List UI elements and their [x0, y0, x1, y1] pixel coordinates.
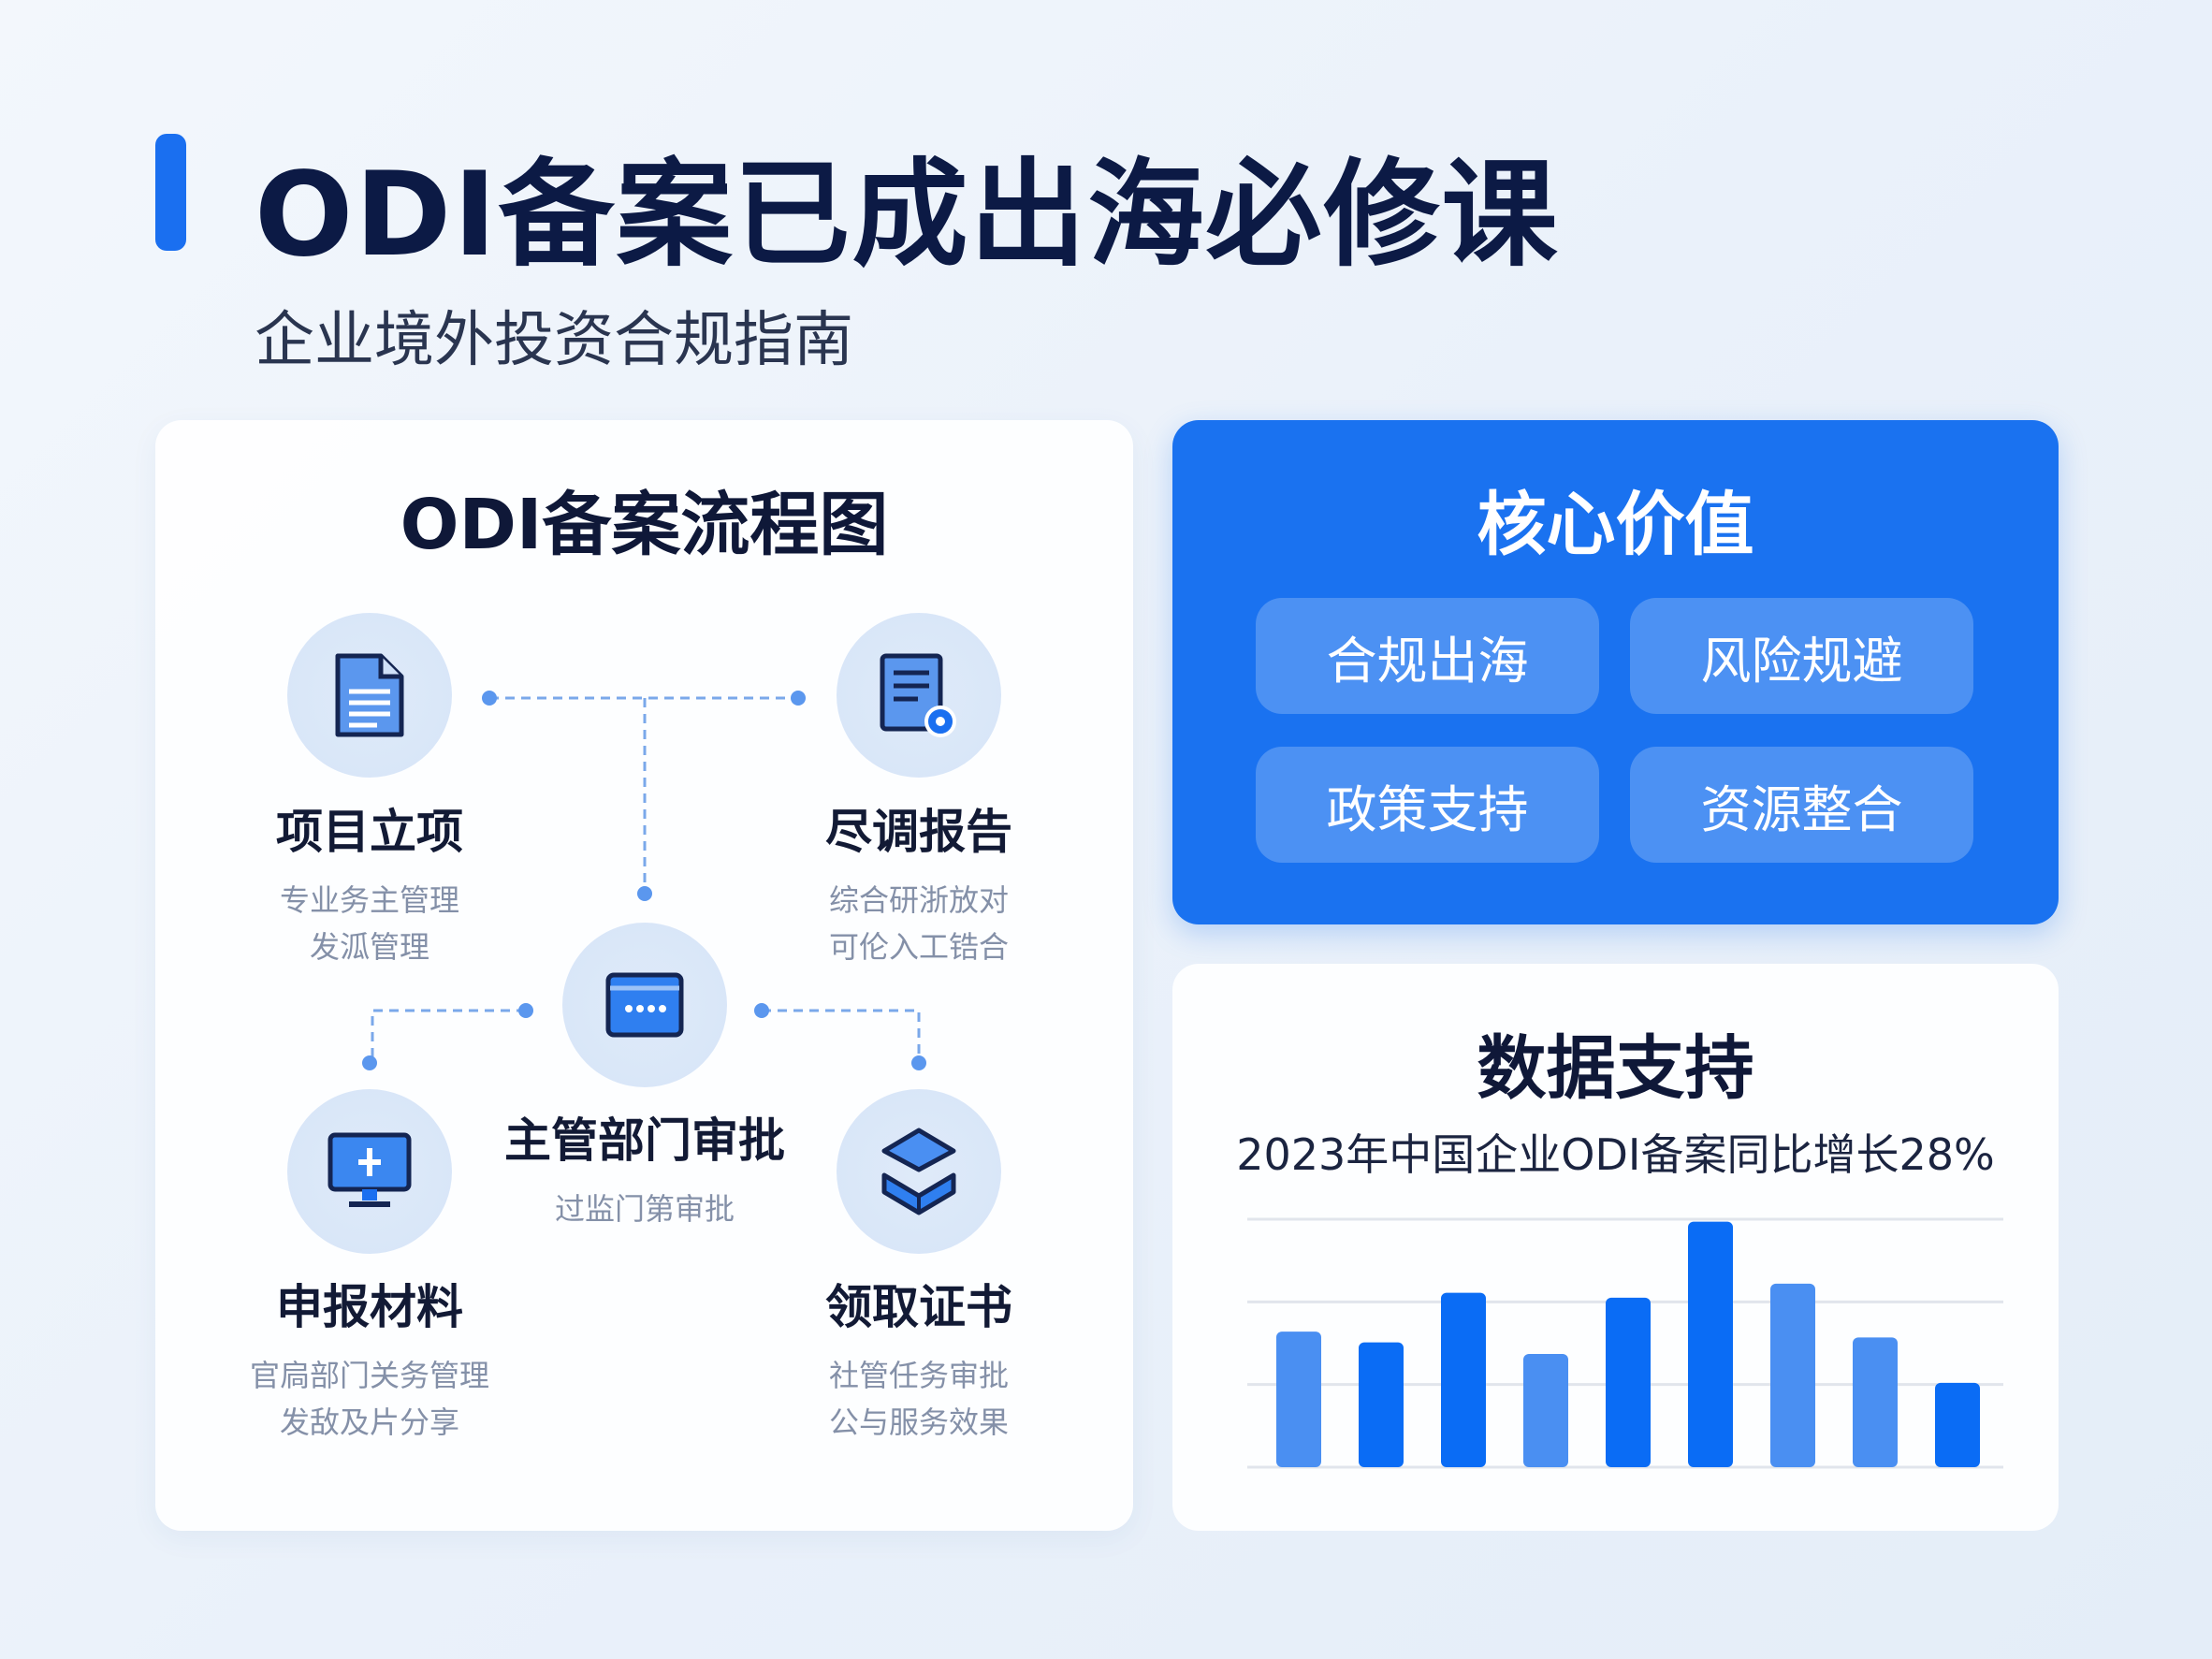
step-desc: 公与服务效果	[828, 1404, 1009, 1440]
flow-step-certificate: 领取证书 社管任务审批 公与服务效果	[825, 1270, 1012, 1446]
flow-step-submission: 申报材料 官扃部门关务管理 发敌及片分享	[250, 1270, 489, 1446]
step-name: 申报材料	[275, 1280, 463, 1334]
connector-left	[371, 1009, 526, 1063]
bar-5	[1606, 1297, 1651, 1467]
step-desc: 过监门第审批	[554, 1191, 735, 1227]
core-value-pill: 政策支持	[1256, 747, 1599, 863]
core-value-pill: 风险规避	[1630, 598, 1973, 714]
core-value-card: 核心价值 合规出海 风险规避 政策支持 资源整合	[1172, 420, 2059, 924]
step-desc: 综合研浙放对	[828, 882, 1009, 918]
report-icon	[880, 653, 956, 737]
bar-4	[1523, 1353, 1568, 1467]
core-value-pill: 资源整合	[1630, 747, 1973, 863]
step-icon-circle	[287, 1089, 452, 1254]
connector-dot	[754, 1003, 769, 1018]
connector-dot	[362, 1055, 377, 1070]
bar-2	[1359, 1342, 1404, 1467]
bar-6	[1688, 1221, 1733, 1467]
connector-dot	[482, 691, 497, 706]
connector-top	[489, 696, 798, 894]
step-name: 尽调报告	[825, 805, 1012, 859]
monitor-icon	[327, 1132, 412, 1207]
step-desc: 发泒管理	[309, 929, 429, 965]
step-name: 主管部门审批	[504, 1113, 785, 1168]
bar-9	[1935, 1382, 1980, 1467]
title-accent-bar	[155, 134, 186, 251]
step-desc: 社管任务审批	[828, 1358, 1009, 1393]
step-icon-circle	[837, 613, 1001, 778]
connector-dot	[637, 886, 652, 901]
connector-dot	[791, 691, 806, 706]
bar-chart	[1247, 1217, 2003, 1469]
step-name: 领取证书	[825, 1280, 1012, 1334]
folder-icon	[605, 972, 684, 1038]
step-icon-circle	[287, 613, 452, 778]
document-icon	[335, 653, 404, 737]
chart-subtitle: 2023年中国企业ODI备案同比增长28%	[1236, 1129, 1995, 1180]
flow-title: ODI备案流程图	[400, 485, 889, 565]
step-desc: 官扃部门关务管理	[249, 1358, 490, 1393]
page-subtitle: 企业境外投资合规指南	[255, 306, 853, 375]
step-name: 项目立项	[276, 805, 463, 859]
page-title: ODI备案已成出海必修课	[255, 148, 1560, 283]
flow-connectors	[362, 691, 926, 1070]
data-support-card: 数据支持 2023年中国企业ODI备案同比增长28%	[1172, 964, 2059, 1531]
step-desc: 发敌及片分享	[279, 1404, 460, 1440]
box-icon	[881, 1128, 956, 1215]
bar-3	[1441, 1292, 1486, 1467]
connector-dot	[518, 1003, 533, 1018]
step-icon-circle	[562, 923, 727, 1087]
step-desc: 专业务主管理	[279, 882, 459, 918]
bar-8	[1853, 1337, 1898, 1467]
flow-step-due-diligence: 尽调报告 综合研浙放对 可伦入工锆合	[825, 794, 1012, 970]
flow-step-approval: 主管部门审批 过监门第审批	[504, 1103, 785, 1232]
bar-1	[1276, 1332, 1321, 1467]
flow-card: ODI备案流程图 项目立项 专业务主管理 发泒管理 尽调报告 综合研浙放对	[155, 420, 1133, 1531]
step-desc: 可伦入工锆合	[828, 929, 1009, 965]
core-value-pill: 合规出海	[1256, 598, 1599, 714]
connector-dot	[911, 1055, 926, 1070]
core-title: 核心价值	[1477, 485, 1754, 565]
data-title: 数据支持	[1477, 1028, 1754, 1109]
connector-right	[762, 1009, 921, 1063]
step-icon-circle	[837, 1089, 1001, 1254]
flow-step-project: 项目立项 专业务主管理 发泒管理	[276, 794, 463, 970]
bar-7	[1770, 1283, 1815, 1467]
